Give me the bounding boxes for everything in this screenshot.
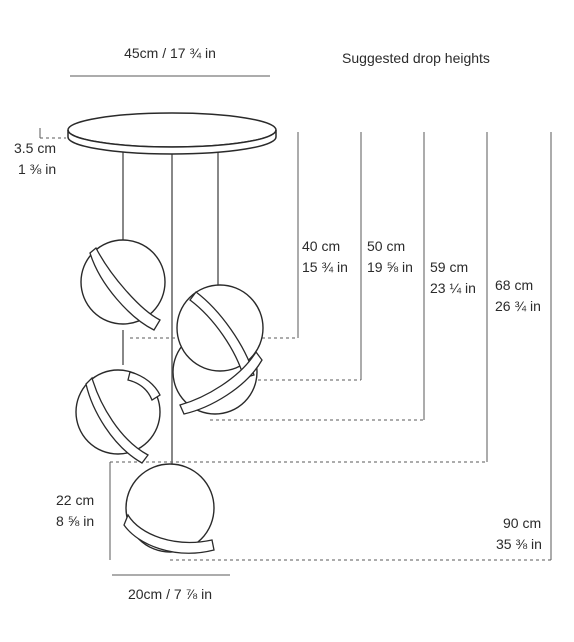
drop-4-cm: 68 cm [495,277,533,293]
canopy-width-label: 45cm / 17 ¾ in [124,45,216,61]
drop-2-cm: 50 cm [367,238,405,254]
globe-4 [75,369,161,464]
drop-5-in: 35 ⅜ in [496,536,542,552]
drop-3-in: 23 ¼ in [430,280,476,296]
drop-1-in: 15 ¾ in [302,259,348,275]
canopy-edge [67,129,277,155]
canopy-height-in: 1 ⅜ in [18,161,56,177]
drop-5-cm: 90 cm [503,515,541,531]
globe-width-label: 20cm / 7 ⅞ in [128,586,212,602]
drop-2-in: 19 ⅝ in [367,259,413,275]
canopy-height-cm: 3.5 cm [14,140,56,156]
drop-4-in: 26 ¾ in [495,298,541,314]
globe-1 [80,239,166,331]
globe-3 [176,284,264,379]
globe-5 [123,463,215,554]
globe-2-band [179,350,263,415]
globe-height-cm: 22 cm [56,492,94,508]
globe-height-in: 8 ⅝ in [56,513,94,529]
drop-1-cm: 40 cm [302,238,340,254]
suggested-drop-heights-title: Suggested drop heights [342,50,490,66]
drop-3-cm: 59 cm [430,259,468,275]
